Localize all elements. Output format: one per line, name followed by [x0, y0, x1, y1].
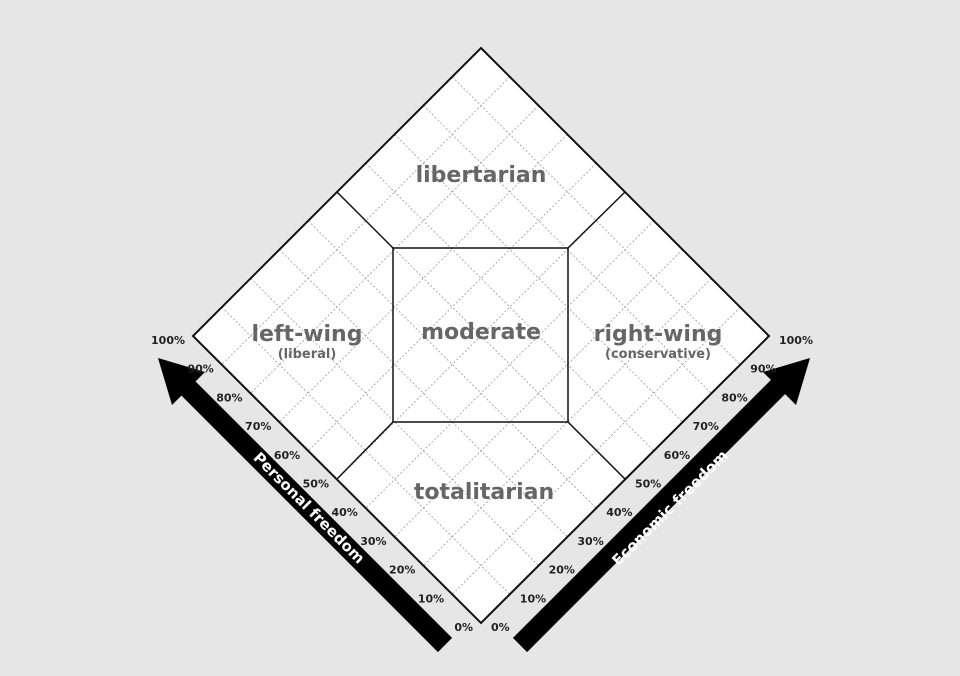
chart-outline — [191, 46, 771, 625]
region-dividers — [336, 191, 626, 480]
economic-freedom-arrow-shaft — [512, 370, 795, 653]
personal-freedom-tick: 0% — [454, 621, 473, 634]
economic-freedom-tick: 100% — [779, 334, 813, 347]
economic-freedom-arrowhead — [763, 358, 810, 405]
region-left-wing: left-wing — [252, 322, 363, 347]
personal-freedom-tick: 80% — [216, 391, 242, 404]
moderate-square — [392, 247, 569, 423]
personal-freedom-tick: 10% — [418, 592, 444, 605]
economic-freedom-tick: 90% — [750, 363, 776, 376]
personal-freedom-tick: 20% — [389, 564, 415, 577]
economic-freedom-tick: 30% — [577, 535, 603, 548]
personal-freedom-tick: 100% — [151, 334, 185, 347]
economic-freedom-tick: 10% — [520, 592, 546, 605]
economic-freedom-tick: 80% — [721, 391, 747, 404]
personal-freedom-tick: 40% — [331, 506, 357, 519]
personal-freedom-arrow-shaft — [172, 372, 453, 653]
region-libertarian: libertarian — [416, 163, 547, 188]
economic-freedom-tick: 60% — [664, 449, 690, 462]
region-totalitarian: totalitarian — [414, 480, 554, 505]
region-right-wing-sub: (conservative) — [605, 347, 711, 362]
economic-freedom-tick: 50% — [635, 478, 661, 491]
personal-freedom-tick: 50% — [303, 478, 329, 491]
region-right-wing: right-wing — [594, 322, 723, 347]
economic-freedom-tick: 0% — [491, 621, 510, 634]
region-moderate: moderate — [421, 320, 541, 345]
personal-freedom-tick: 60% — [274, 449, 300, 462]
economic-freedom-tick: 40% — [606, 506, 632, 519]
region-left-wing-sub: (liberal) — [278, 347, 337, 362]
economic-freedom-tick: 20% — [549, 564, 575, 577]
personal-freedom-tick: 90% — [187, 363, 213, 376]
economic-freedom-tick: 70% — [693, 420, 719, 433]
personal-freedom-tick: 30% — [360, 535, 386, 548]
personal-freedom-tick: 70% — [245, 420, 271, 433]
personal-freedom-arrowhead — [158, 358, 205, 405]
